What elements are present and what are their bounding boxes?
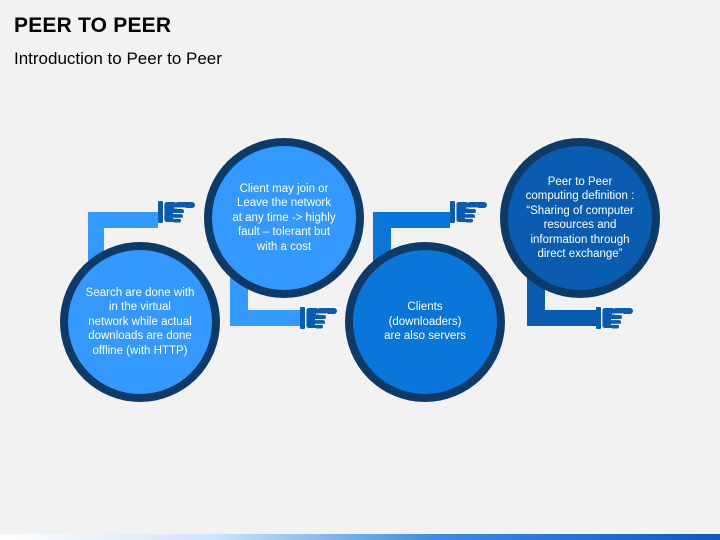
page-title: PEER TO PEER [14,14,172,37]
circle-definition-text: Peer to Peer computing definition : “Sha… [525,175,635,261]
connector-3 [373,200,488,268]
pointing-hand-icon [449,200,488,224]
connector-1 [88,200,196,268]
circle-search-text: Search are done with in the virtual netw… [85,286,195,357]
bottom-accent-bar [0,534,720,540]
pointing-hand-icon [299,306,338,330]
circle-clients [345,242,505,402]
circle-definition [500,138,660,298]
circle-search [60,242,220,402]
pointing-hand-icon [157,200,196,224]
circle-join-text: Client may join or Leave the network at … [232,182,336,253]
pointing-hand-icon [595,306,634,330]
circle-join [204,138,364,298]
circle-clients-text: Clients (downloaders) are also servers [384,301,466,343]
page-subtitle: Introduction to Peer to Peer [14,49,222,68]
